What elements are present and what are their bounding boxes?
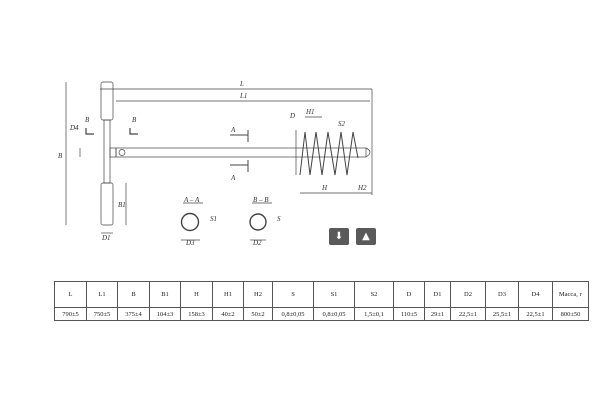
label-A-bottom: A (230, 174, 236, 182)
value-cell: 375±4 (117, 307, 150, 321)
google-drive-button[interactable]: ▲ (356, 228, 376, 245)
value-cell: 800±50 (552, 307, 589, 321)
label-A-top: A (230, 126, 236, 134)
header-cell: L (54, 281, 87, 308)
label-D: D (289, 112, 295, 120)
value-cell: 790±5 (54, 307, 87, 321)
value-cell: 110±5 (393, 307, 425, 321)
label-S2: S2 (338, 120, 346, 128)
label-S: S (277, 215, 281, 223)
value-cell: 50±2 (243, 307, 273, 321)
value-cell: 40±2 (212, 307, 244, 321)
label-D2: D2 (252, 239, 262, 247)
label-B-left: B (85, 116, 90, 124)
label-L1: L1 (239, 92, 247, 100)
header-cell: S1 (313, 281, 355, 308)
handle-bar (103, 119, 111, 184)
header-cell: D2 (450, 281, 486, 308)
label-L: L (239, 80, 244, 88)
section-a-a-circle (180, 212, 200, 232)
label-section-a-a: A – A (183, 196, 200, 204)
value-cell: 750±5 (86, 307, 118, 321)
label-H: H (321, 184, 328, 192)
value-cell: 25,5±1 (485, 307, 519, 321)
value-cell: 0,8±0,05 (313, 307, 355, 321)
label-B: B (58, 152, 63, 160)
section-b-b-circle (249, 213, 267, 231)
header-cell: H (180, 281, 213, 308)
value-cell: 22,5±1 (518, 307, 553, 321)
header-cell: B (117, 281, 150, 308)
label-S1: S1 (210, 215, 217, 223)
shaft-coupling (109, 147, 117, 158)
label-H2: H2 (357, 184, 367, 192)
value-cell: 22,5±1 (450, 307, 486, 321)
handle-top-grip (100, 81, 114, 121)
value-cell: 104±3 (149, 307, 181, 321)
value-cell: 158±3 (180, 307, 213, 321)
header-cell: D (393, 281, 425, 308)
label-D1: D1 (101, 234, 111, 242)
header-cell: B1 (149, 281, 181, 308)
label-D3: D3 (185, 239, 195, 247)
download-button[interactable]: ⬇ (329, 228, 349, 245)
header-cell: H2 (243, 281, 273, 308)
label-D4: D4 (69, 124, 79, 132)
pin-hole (118, 149, 126, 156)
header-cell: L1 (86, 281, 118, 308)
header-cell: S2 (354, 281, 394, 308)
label-section-b-b: B – B (253, 196, 269, 204)
shaft (115, 147, 367, 158)
value-cell: 0,8±0,05 (272, 307, 314, 321)
auger-tip (365, 147, 371, 158)
handle-bottom-grip (100, 182, 114, 226)
label-B-right: B (132, 116, 137, 124)
header-cell: H1 (212, 281, 244, 308)
google-drive-icon: ▲ (362, 231, 370, 242)
header-cell: D3 (485, 281, 519, 308)
label-B1: B1 (118, 201, 126, 209)
auger-helix (299, 131, 359, 176)
header-cell: S (272, 281, 314, 308)
header-cell: D4 (518, 281, 553, 308)
download-icon: ⬇ (334, 231, 344, 242)
value-cell: 29±1 (424, 307, 451, 321)
header-cell: Масса, г (552, 281, 589, 308)
auger-technical-drawing: L L1 D H1 S2 D4 B B1 D1 H H2 B B A A A –… (58, 80, 373, 247)
value-cell: 1,5±0,1 (354, 307, 394, 321)
label-H1: H1 (305, 108, 315, 116)
header-cell: D1 (424, 281, 451, 308)
